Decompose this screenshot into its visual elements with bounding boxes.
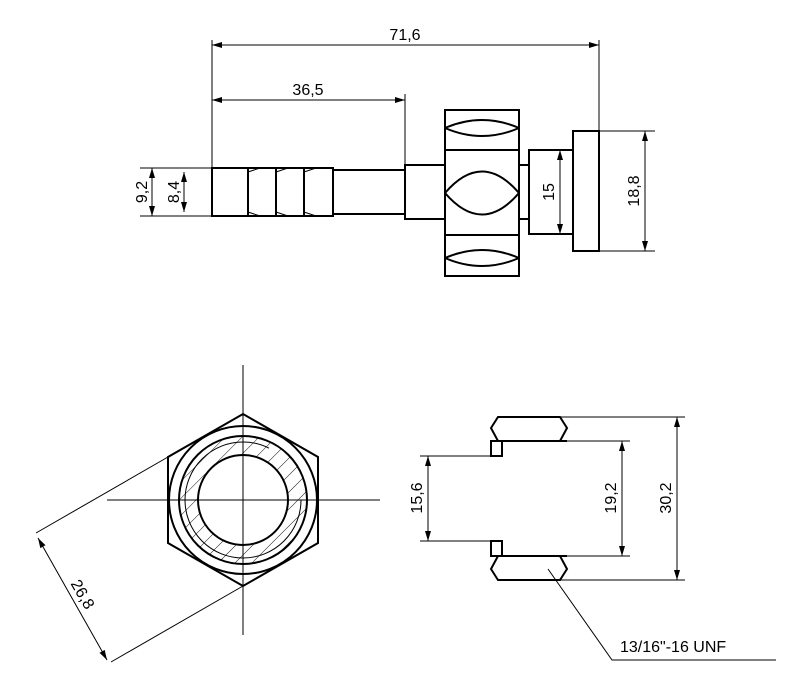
front-view-hex: 26,8: [35, 365, 380, 663]
dim-line-across-corners: [37, 537, 108, 661]
dim-inner-bore-dia: 15,6: [409, 482, 426, 513]
dim-flange-dia: 18,8: [626, 175, 643, 206]
dim-spigot-dia: 15: [541, 183, 558, 201]
collar: [404, 164, 446, 220]
hose-barb: [211, 167, 334, 217]
section-bottom-piece: [489, 555, 569, 581]
thread-callout-leader: [547, 568, 776, 661]
flange: [572, 130, 600, 252]
dim-overall-length: 71,6: [389, 27, 420, 44]
shaft: [332, 169, 406, 215]
dim-thread-outer-dia: 30,2: [658, 482, 675, 513]
dim-barb-outer-dia: 9,2: [134, 181, 151, 203]
thread-spec-callout: 13/16"-16 UNF: [620, 639, 726, 656]
step: [518, 164, 530, 220]
dim-nut-across-corners: 26,8: [67, 577, 97, 613]
dim-barb-inner-dia: 8,4: [166, 181, 183, 203]
hex-nut-side: [444, 109, 520, 277]
section-top-piece: [489, 416, 569, 442]
section-view: 15,6 19,2 30,2 13/16"-16 UNF: [409, 416, 776, 661]
dim-thread-minor-dia: 19,2: [603, 482, 620, 513]
side-view: 71,6 36,5 9,2 8,4 15 18,8: [134, 27, 655, 277]
dim-barb-length: 36,5: [292, 82, 323, 99]
